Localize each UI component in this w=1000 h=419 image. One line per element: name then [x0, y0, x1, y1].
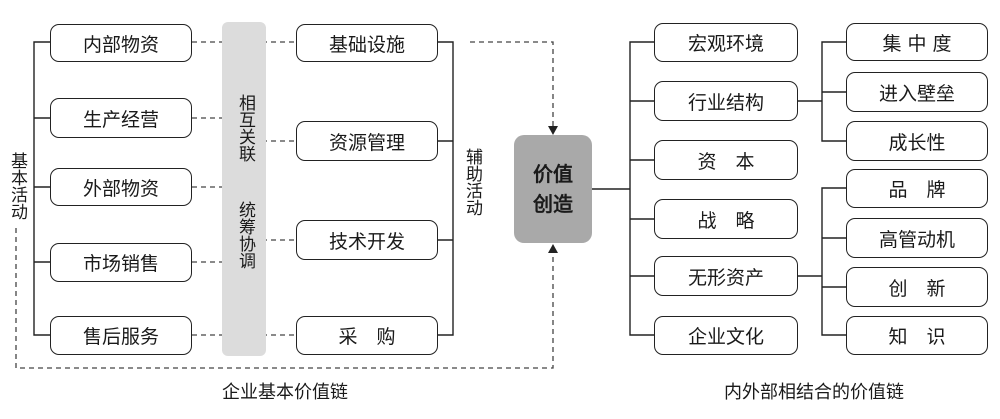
combined-chain-box: 战 略 — [654, 199, 798, 239]
value-creation-node: 价值 创造 — [514, 135, 592, 243]
industry-detail-box: 进入壁垒 — [846, 72, 988, 112]
basic-activities-label: 基本活动 — [7, 152, 27, 220]
caption-basic-value-chain: 企业基本价值链 — [222, 382, 348, 403]
basic-activity-box: 售后服务 — [50, 316, 192, 355]
basic-activity-box: 市场销售 — [50, 243, 192, 282]
basic-activity-box: 外部物资 — [50, 168, 192, 206]
combined-chain-box: 宏观环境 — [654, 23, 798, 62]
support-activity-box: 采 购 — [296, 316, 438, 355]
coordination-text-1: 相互关联 — [235, 94, 255, 162]
combined-chain-box: 企业文化 — [654, 316, 798, 355]
industry-detail-box: 成长性 — [846, 121, 988, 161]
combined-chain-box: 无形资产 — [654, 256, 798, 296]
support-activity-box: 基础设施 — [296, 24, 438, 62]
caption-combined-value-chain: 内外部相结合的价值链 — [724, 382, 904, 403]
coordination-panel — [222, 22, 266, 356]
industry-detail-box: 集 中 度 — [846, 23, 988, 61]
basic-activity-box: 内部物资 — [50, 24, 192, 62]
basic-activity-box: 生产经营 — [50, 98, 192, 138]
support-activities-label: 辅助活动 — [462, 148, 482, 216]
intangible-detail-box: 高管动机 — [846, 218, 988, 258]
support-activity-box: 资源管理 — [296, 121, 438, 161]
intangible-detail-box: 创 新 — [846, 267, 988, 307]
value-creation-line1: 价值 — [533, 162, 573, 186]
intangible-detail-box: 知 识 — [846, 316, 988, 355]
combined-chain-box: 行业结构 — [654, 81, 798, 121]
support-activity-box: 技术开发 — [296, 220, 438, 260]
value-creation-line2: 创造 — [533, 192, 573, 216]
combined-chain-box: 资 本 — [654, 140, 798, 180]
coordination-text-2: 统筹协调 — [235, 201, 255, 269]
intangible-detail-box: 品 牌 — [846, 169, 988, 208]
